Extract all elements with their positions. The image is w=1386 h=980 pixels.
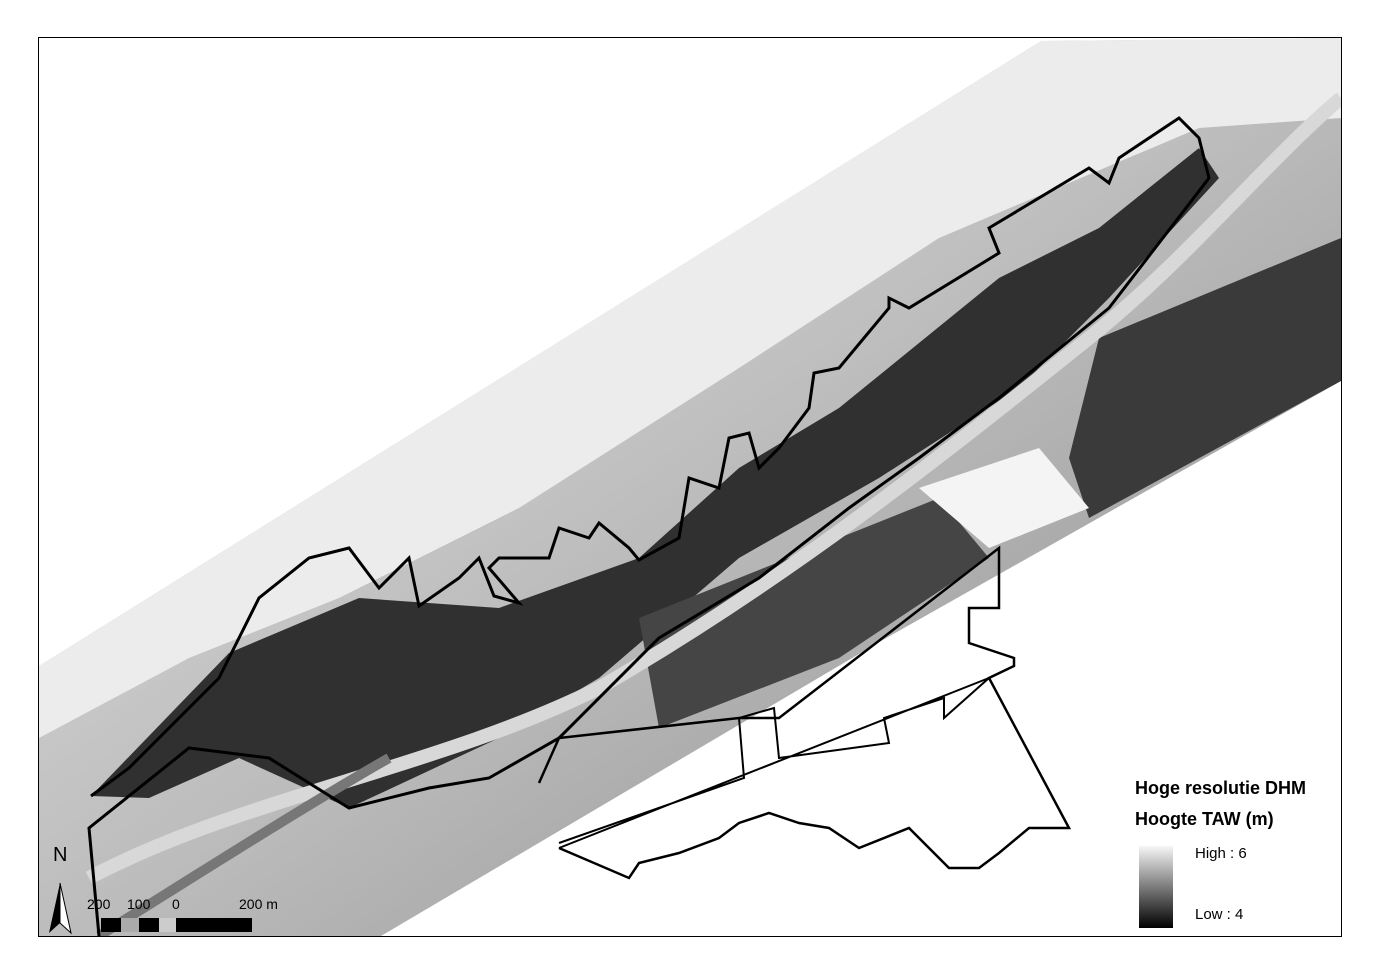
scale-label-0: 0 [172, 896, 180, 912]
north-arrow-label: N [53, 844, 68, 866]
map-frame: N 200 100 0 200 m Hoge resolutie DHM Hoo… [38, 37, 1342, 937]
canal [85, 92, 1341, 885]
scale-bar [101, 918, 252, 932]
coastal-light-zone [39, 38, 1341, 738]
study-area-outline-south [537, 545, 1072, 880]
scale-label-100: 100 [127, 896, 151, 912]
low-lying-polder-dark [91, 148, 1219, 808]
legend-title: Hoge resolutie DHM [1135, 778, 1307, 798]
legend-subtitle: Hoogte TAW (m) [1135, 809, 1274, 829]
legend: Hoge resolutie DHM Hoogte TAW (m) High :… [1135, 778, 1341, 928]
legend-high-label: High : 6 [1195, 845, 1247, 862]
study-area-outline-north [87, 116, 1211, 936]
elevation-color-ramp [1139, 846, 1173, 928]
scale-label-200m: 200 m [239, 896, 278, 912]
polder-south-dark [1069, 238, 1341, 518]
parcel-outline [558, 677, 990, 849]
elevation-map [39, 38, 1341, 936]
map-decorations [49, 882, 252, 935]
canal-south [96, 753, 392, 936]
north-arrow [49, 882, 72, 935]
bright-field [919, 448, 1089, 548]
legend-low-label: Low : 4 [1195, 906, 1244, 923]
scale-label-200-left: 200 [87, 896, 111, 912]
polder-mid-dark [639, 498, 989, 728]
